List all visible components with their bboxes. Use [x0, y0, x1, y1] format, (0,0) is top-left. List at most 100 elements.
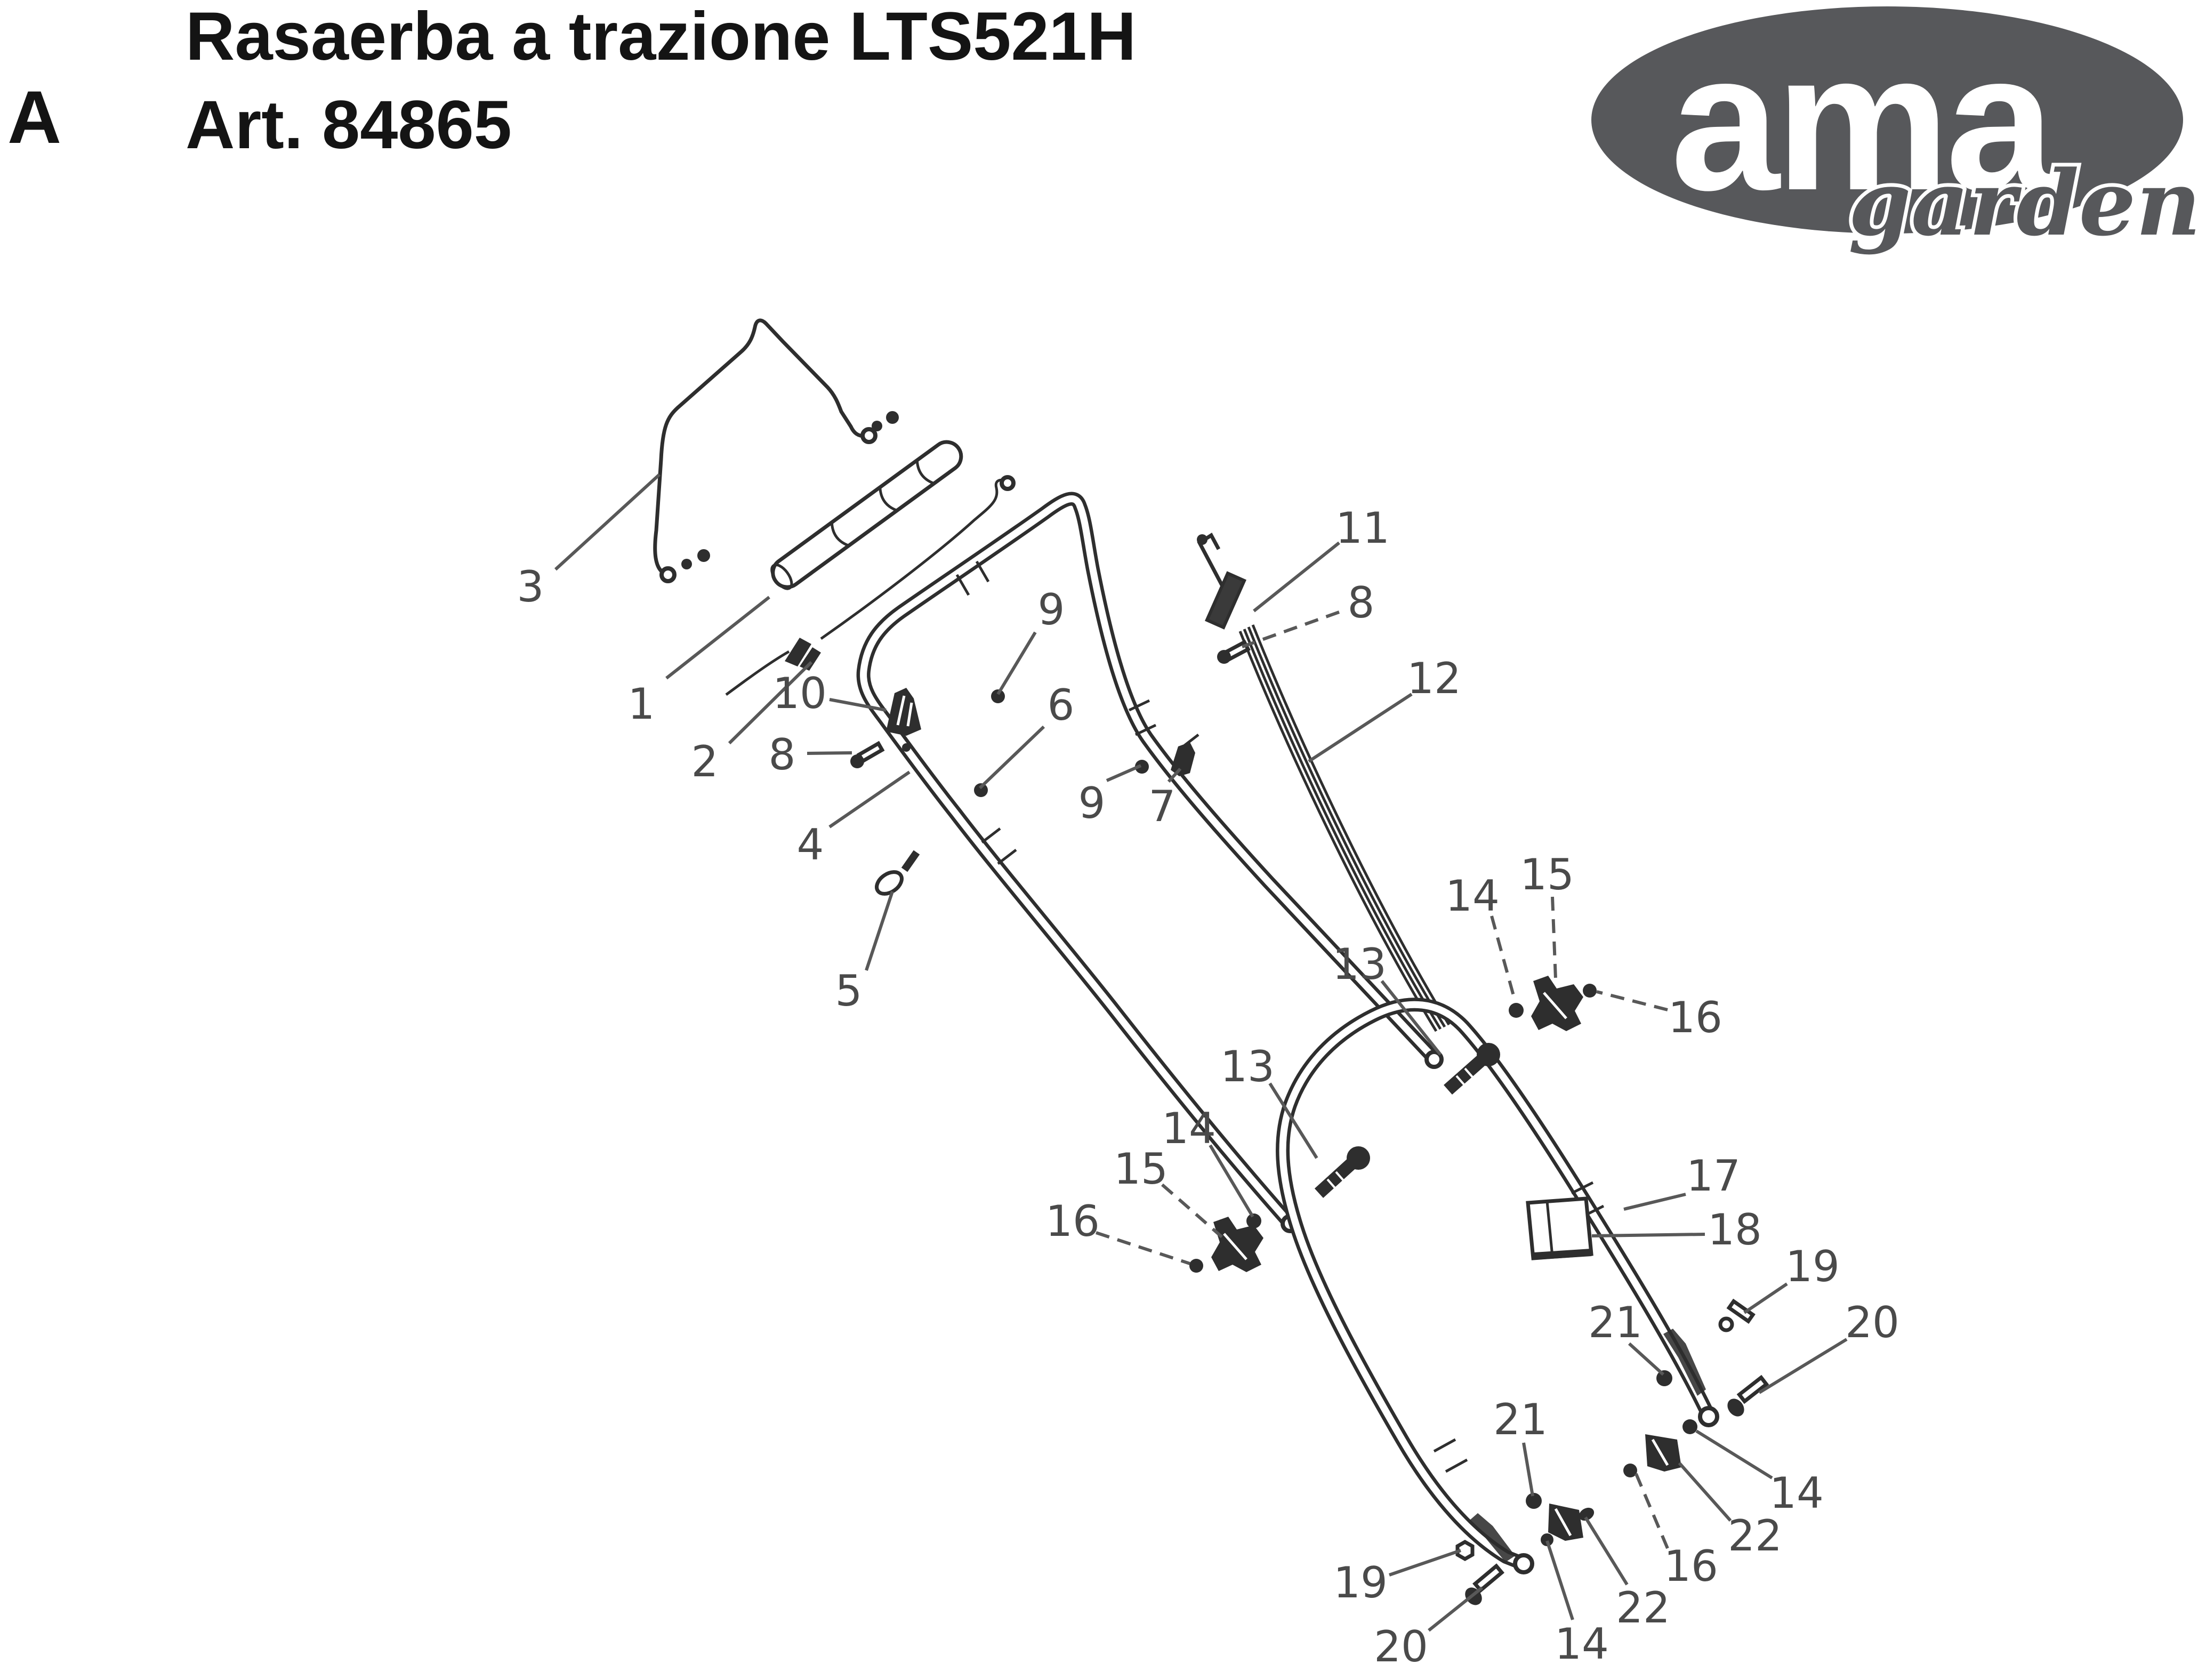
part-number-label: 16 [1664, 1541, 1718, 1591]
cable-bracket [886, 688, 921, 736]
callout-14b: 14 [1162, 1104, 1254, 1218]
callout-19b: 19 [1333, 1549, 1461, 1607]
part-number-label: 9 [1038, 585, 1065, 634]
callout-13a: 13 [1332, 939, 1442, 1056]
rod-fitting-icon [785, 638, 811, 666]
part-number-label: 13 [1220, 1042, 1275, 1091]
leader-line [1106, 764, 1142, 782]
logo-sub-text: garden [1848, 150, 2198, 256]
bolt-20a-icon [1727, 1374, 1769, 1417]
leader-line [1634, 1472, 1669, 1549]
part-number-label: 17 [1686, 1151, 1741, 1201]
part-number-label: 15 [1520, 850, 1574, 899]
callout-6: 6 [978, 680, 1074, 790]
rod-hook-eyelet [1000, 475, 1016, 491]
deck-bracket-right-icon [1645, 1434, 1681, 1472]
carriage-bolt-right [1444, 1043, 1500, 1095]
lower-handlebar-tube [1276, 998, 1719, 1574]
callout-11: 11 [1253, 503, 1390, 613]
leader-line [1490, 915, 1517, 1002]
callout-5: 5 [835, 891, 894, 1016]
callout-7: 7 [1149, 767, 1182, 831]
knob-15a-icon [1531, 976, 1583, 1031]
washer-21b-icon [1526, 1493, 1542, 1509]
leader-line [1551, 896, 1557, 979]
callout-14d: 14 [1545, 1540, 1609, 1669]
callout-2: 2 [691, 661, 813, 786]
bail-tube [653, 318, 899, 583]
leader-line [1743, 1282, 1788, 1314]
part-number-label: 11 [1335, 503, 1390, 553]
exploded-drawing [653, 318, 1769, 1605]
right-lower-mount [1623, 1298, 1769, 1477]
brand-logo: ama garden [1591, 6, 2198, 260]
washer-14b-icon [1246, 1213, 1261, 1228]
leader-line [1591, 1233, 1705, 1237]
callout-20b: 20 [1374, 1586, 1483, 1671]
callout-1: 1 [628, 596, 770, 729]
nut-16a-icon [1583, 984, 1597, 998]
header: A Rasaerba a trazione LTS521H Art. 84865 [7, 0, 1136, 163]
lower-handle-left-end-plate [1469, 1513, 1515, 1562]
nut-16c-icon [1623, 1464, 1637, 1477]
callout-4: 4 [797, 770, 911, 870]
part-number-label: 10 [772, 669, 827, 718]
leader-line [1584, 1516, 1629, 1586]
leader-line [1096, 1231, 1190, 1265]
leader-line [1209, 1144, 1254, 1218]
right-joint-hardware [1444, 976, 1597, 1095]
page-title-line1: Rasaerba a trazione LTS521H [186, 0, 1136, 75]
nut-19b-icon [1455, 1539, 1475, 1562]
callout-22b: 22 [1584, 1516, 1670, 1633]
callout-9a: 9 [996, 585, 1065, 695]
leader-line [1241, 610, 1340, 648]
leader-line [829, 698, 887, 712]
part-number-label: 8 [1348, 578, 1375, 628]
part-number-label: 14 [1445, 871, 1500, 921]
callout-10: 10 [772, 669, 887, 718]
control-cable [1238, 624, 1451, 1032]
callout-15b: 15 [1114, 1144, 1223, 1239]
nut-16b-icon [1189, 1259, 1203, 1273]
logo-text: ama [1671, 12, 2056, 231]
part-number-label: 14 [1162, 1104, 1216, 1153]
upper-handlebar-tube [856, 492, 1444, 1233]
bail-nut-right-icon [886, 411, 899, 424]
bail-screw-right-icon [872, 421, 882, 431]
part-number-label: 14 [1555, 1619, 1609, 1669]
washer-21a-icon [1656, 1370, 1672, 1386]
part-number-label: 15 [1114, 1144, 1168, 1194]
callout-9b: 9 [1078, 764, 1142, 828]
callout-8b: 8 [1241, 578, 1375, 648]
part-number-label: 5 [835, 966, 863, 1016]
leader-line [978, 725, 1045, 790]
callout-3: 3 [517, 473, 661, 612]
leader-line [1308, 693, 1413, 763]
foam-grip [770, 440, 963, 590]
callout-16a: 16 [1596, 990, 1722, 1042]
leader-line [1758, 1338, 1848, 1394]
leader-line [996, 631, 1037, 695]
part-number-label: 13 [1332, 939, 1387, 989]
logo-ellipse-icon [1591, 6, 2183, 234]
leader-line [1695, 1429, 1773, 1480]
part-number-label: 1 [628, 679, 655, 729]
leader-line [1678, 1462, 1732, 1522]
upper-handle-right-end-hole [1424, 1050, 1444, 1069]
part-number-label: 20 [1374, 1622, 1428, 1671]
callout-16c: 16 [1634, 1472, 1718, 1591]
cable-end-fitting [1197, 533, 1247, 630]
part-number-label: 4 [797, 820, 824, 870]
washer-14d-icon [1541, 1533, 1553, 1546]
callout-12: 12 [1308, 654, 1461, 763]
hole-6-icon [974, 783, 988, 797]
part-number-label: 7 [1149, 782, 1176, 831]
screw-8-left [850, 741, 911, 768]
callout-17: 17 [1623, 1151, 1741, 1211]
leader-line [1623, 1193, 1686, 1211]
callout-15a: 15 [1520, 850, 1574, 979]
leader-line [865, 891, 894, 971]
part-number-label: 14 [1769, 1468, 1824, 1518]
